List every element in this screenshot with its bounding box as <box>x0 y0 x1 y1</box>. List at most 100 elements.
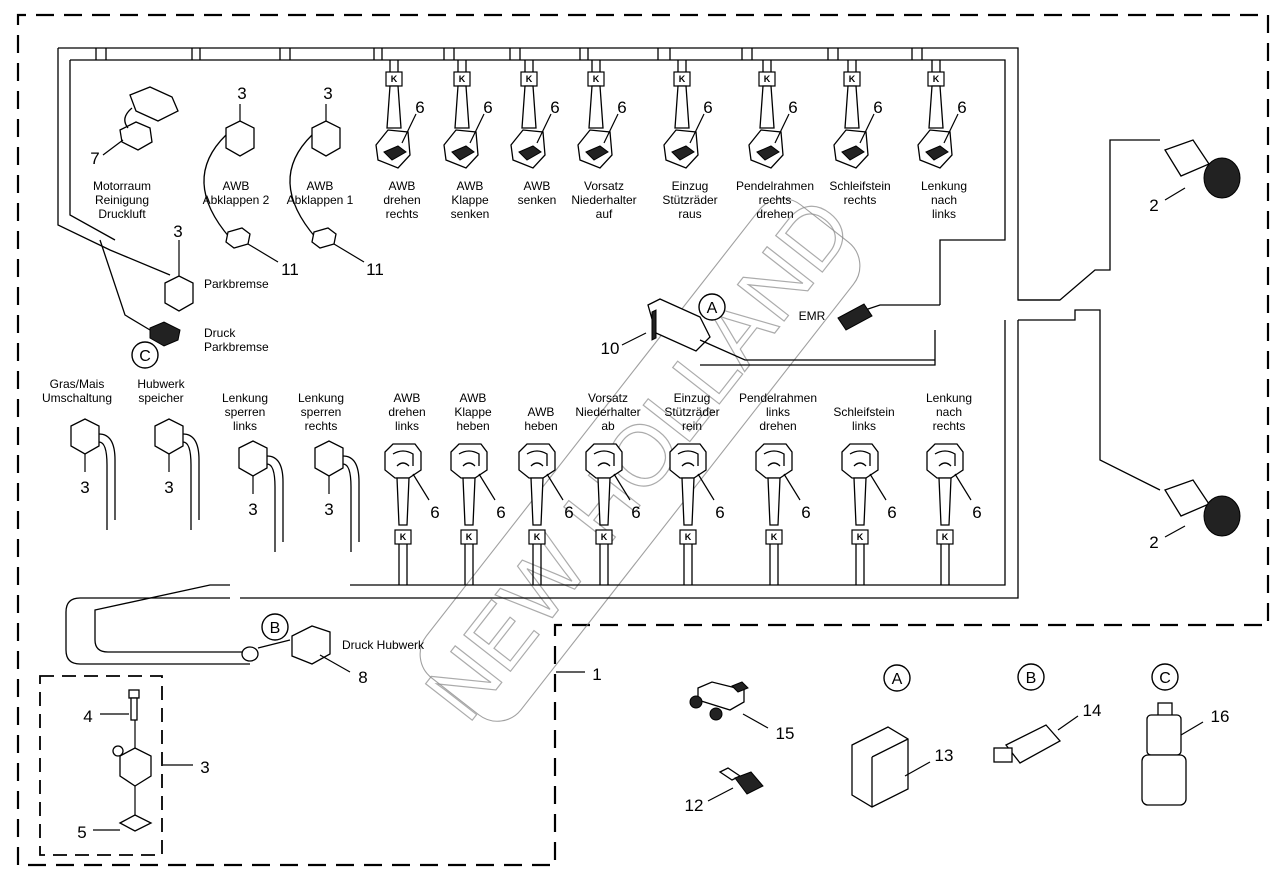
callout-3: 3 <box>200 758 209 777</box>
pressure-parkbremse-connector[interactable]: Druck Parkbremse C <box>99 239 269 369</box>
label-line: Lenkung <box>298 391 344 405</box>
k-marker-text: K <box>942 532 949 542</box>
label-line: Lenkung <box>222 391 268 405</box>
label-line: AWB <box>394 391 421 405</box>
coil-connector-bottom[interactable]: K6 <box>755 443 811 585</box>
sensor-14[interactable]: B 14 <box>993 663 1102 764</box>
label-line: links <box>395 419 419 433</box>
valve-plug-abklappen-1[interactable]: 3 11 <box>289 84 384 279</box>
callout-6: 6 <box>957 98 966 117</box>
k-marker-text: K <box>933 74 940 84</box>
coil-connector-top[interactable]: K6 <box>917 60 967 169</box>
coil-connector-bottom[interactable]: K6 <box>384 443 440 585</box>
valve-plug-parkbremse[interactable]: 3 Parkbremse <box>164 222 269 312</box>
label-druck-parkbremse-1: Druck <box>204 326 236 340</box>
callout-16: 16 <box>1211 707 1230 726</box>
coil-connector-top[interactable]: K6 <box>510 60 560 169</box>
coil-connector-bottom[interactable]: K6 <box>841 443 897 585</box>
tag-c: C <box>139 348 151 365</box>
k-marker-text: K <box>685 532 692 542</box>
label-line: rechts <box>759 193 792 207</box>
callout-8: 8 <box>358 668 367 687</box>
coil-connector-top[interactable]: K6 <box>375 60 425 169</box>
label-line: drehen <box>759 419 796 433</box>
k-marker <box>936 529 954 545</box>
valve-plug-kit[interactable]: 4 5 3 <box>39 675 210 856</box>
callout-11: 11 <box>366 260 384 279</box>
valve-plug-bottom[interactable]: 3 <box>314 440 360 552</box>
k-marker <box>394 529 412 545</box>
label-line: drehen <box>756 207 793 221</box>
coil-connector-bottom[interactable]: K6 <box>669 443 725 585</box>
callout-6: 6 <box>415 98 424 117</box>
coil-connector-bottom[interactable]: K6 <box>926 443 982 585</box>
t-block-15[interactable]: 15 <box>689 681 794 743</box>
label-line: rechts <box>386 207 419 221</box>
harness-dividers <box>95 48 923 60</box>
label-line: Gras/Mais <box>50 377 105 391</box>
valve-plug-bottom[interactable]: 3 <box>70 418 116 530</box>
coil-connector-top[interactable]: K6 <box>443 60 493 169</box>
label-line: heben <box>524 419 557 433</box>
label-line: Stützräder <box>662 193 717 207</box>
label-line: senken <box>451 207 490 221</box>
label-druck-parkbremse-2: Parkbremse <box>204 340 269 354</box>
label-line: Druckluft <box>98 207 146 221</box>
valve-plug-bottom[interactable]: 3 <box>238 440 284 552</box>
coil-connector-bottom[interactable]: K6 <box>450 443 506 585</box>
callout-6: 6 <box>801 503 810 522</box>
label-line: senken <box>518 193 557 207</box>
round-connector-2-bottom[interactable]: 2 <box>1149 479 1241 552</box>
valve-plug-abklappen-2[interactable]: 3 11 <box>203 84 299 279</box>
label-line: nach <box>931 193 957 207</box>
k-marker-text: K <box>466 532 473 542</box>
motor-connector-7[interactable]: 7 <box>90 86 179 168</box>
callout-14: 14 <box>1083 701 1102 720</box>
coil-connector-top[interactable]: K6 <box>577 60 627 169</box>
callout-3: 3 <box>173 222 182 241</box>
label-line: AWB <box>457 179 484 193</box>
module-13[interactable]: A 13 <box>851 664 954 808</box>
label-line: Reinigung <box>95 193 149 207</box>
label-line: AWB <box>524 179 551 193</box>
round-connector-2-top[interactable]: 2 <box>1149 139 1241 215</box>
coil-connector-top[interactable]: K6 <box>833 60 883 169</box>
k-marker <box>460 529 478 545</box>
tag-b: B <box>270 620 281 637</box>
coil-connector-bottom[interactable]: K6 <box>585 443 641 585</box>
k-marker-text: K <box>679 74 686 84</box>
label-line: Pendelrahmen <box>736 179 814 193</box>
label-line: Einzug <box>674 391 711 405</box>
callout-6: 6 <box>631 503 640 522</box>
ecu-connector-10[interactable]: 10 A EMR <box>601 293 935 361</box>
valve-plug-bottom[interactable]: 3 <box>154 418 200 530</box>
callout-3: 3 <box>323 84 332 103</box>
coil-connector-top[interactable]: K6 <box>748 60 798 169</box>
k-marker-text: K <box>849 74 856 84</box>
label-line: links <box>932 207 956 221</box>
coil-connector-top[interactable]: K6 <box>663 60 713 169</box>
label-line: Lenkung <box>926 391 972 405</box>
coil-connector-bottom[interactable]: K6 <box>518 443 574 585</box>
pressure-hubwerk-connector-8[interactable]: 8 B Druck Hubwerk <box>241 613 425 687</box>
callout-3: 3 <box>248 500 257 519</box>
switch-16[interactable]: C 16 <box>1141 663 1230 806</box>
label-line: links <box>852 419 876 433</box>
label-line: Klappe <box>454 405 492 419</box>
k-marker-text: K <box>459 74 466 84</box>
plug-12[interactable]: 12 <box>685 767 764 815</box>
callout-13: 13 <box>935 746 954 765</box>
label-line: AWB <box>223 179 250 193</box>
k-marker <box>528 529 546 545</box>
label-line: drehen <box>388 405 425 419</box>
